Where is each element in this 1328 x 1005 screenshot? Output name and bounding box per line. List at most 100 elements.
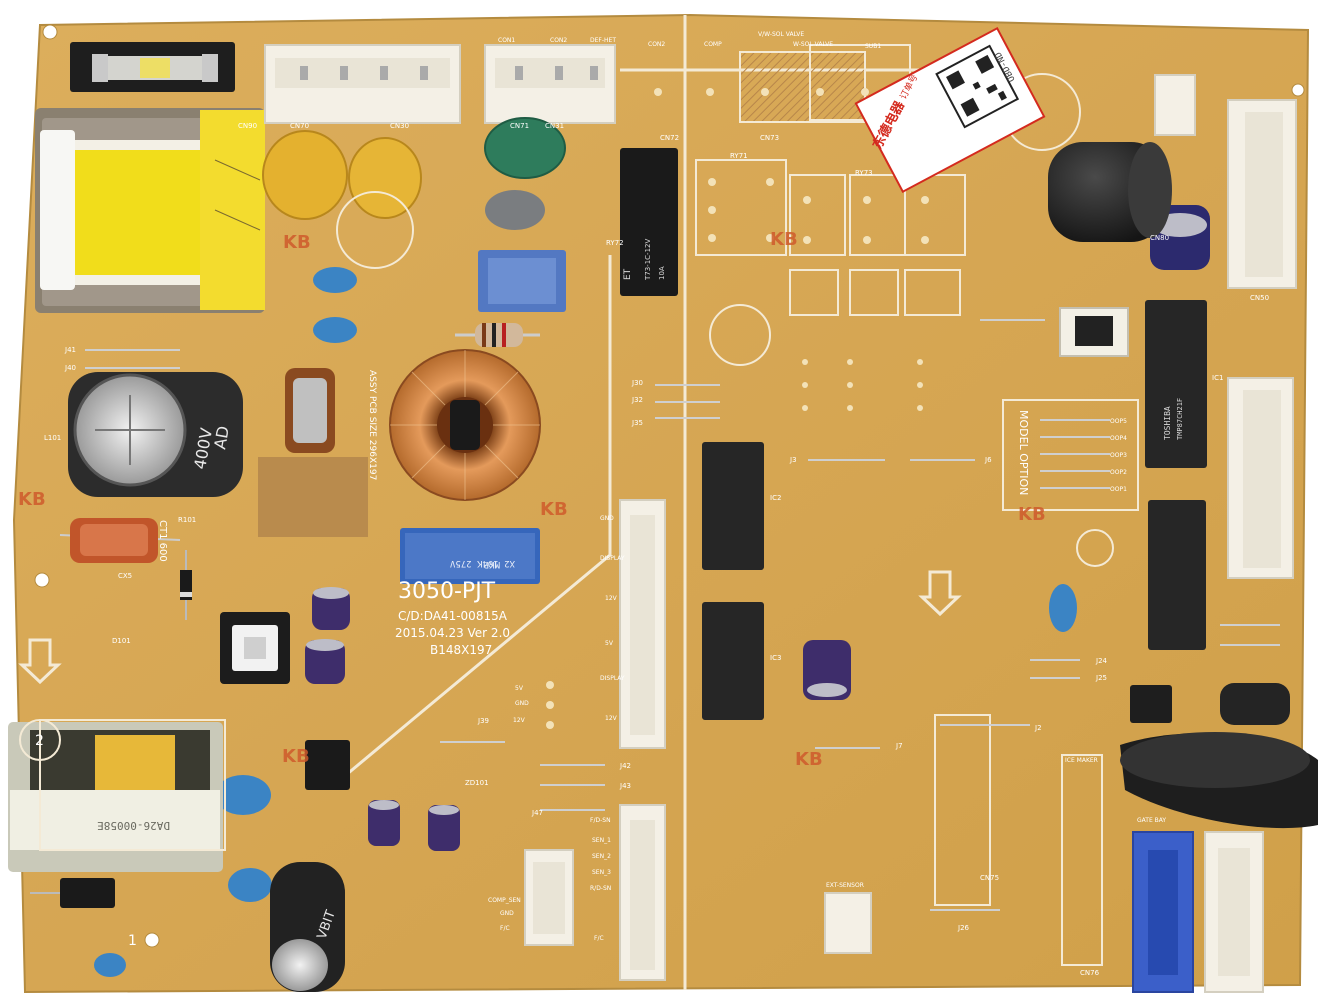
ref-label: J35 — [631, 419, 643, 427]
ref-label: IC1 — [1212, 374, 1223, 382]
pin-labels-display: GND DISPLAY 12V 5V DISPLAY 12V — [600, 515, 625, 722]
relay-rating: 10A — [658, 266, 666, 280]
ref-label: IC2 — [770, 494, 781, 502]
buzzer — [1120, 732, 1318, 829]
ref-label: J26 — [957, 924, 970, 932]
relay-model: T73-1C-12V — [644, 239, 652, 281]
ref-label: D101 — [112, 637, 131, 645]
pin-label: COMP_SEN — [488, 897, 521, 904]
solder-pads — [546, 88, 929, 729]
relay-footprint — [19, 44, 1139, 966]
mount-hole — [34, 572, 50, 588]
jumper-wires — [85, 319, 1280, 911]
ref-label: CN80 — [1150, 234, 1169, 242]
ref-label: CN90 — [238, 122, 257, 130]
ref-label: RY74 — [912, 169, 930, 177]
kb-mark: KB — [770, 229, 798, 250]
ct-label: CT1 600 — [157, 520, 168, 562]
connector-label: SUB1 — [865, 43, 881, 50]
connector-bottom-right — [1204, 831, 1264, 993]
ref-label: CN50 — [1250, 294, 1269, 302]
ref-label: J41 — [64, 346, 76, 354]
ref-label: CX5 — [118, 572, 132, 580]
connector-sensor — [619, 804, 666, 981]
diode — [180, 550, 192, 620]
pin-label: SEN_3 — [592, 869, 611, 876]
mcu-part: TMP87CH21F — [1176, 398, 1184, 440]
pin-label: 5V — [515, 685, 524, 692]
numbered-marks: 1 2 — [35, 733, 137, 949]
varistor — [262, 130, 422, 220]
ref-label: CN30 — [390, 122, 409, 130]
connector-display — [619, 499, 666, 749]
arrow-marks — [18, 570, 962, 685]
kb-mark: KB — [283, 232, 311, 253]
board-model: 3050-PJT — [398, 579, 496, 604]
ref-label: J47 — [531, 809, 543, 817]
option-labels: OOP5 OOP4 OOP3 OOP2 OOP1 — [1110, 418, 1127, 493]
connector-right-top — [1227, 99, 1297, 289]
ref-label: RY72 — [606, 239, 624, 247]
mcu-brand: TOSHIBA — [1163, 406, 1172, 440]
axial-resistor — [59, 518, 181, 563]
large-capacitor-right — [1048, 142, 1172, 242]
ref-label: J7 — [895, 742, 903, 750]
ref-label: CN72 — [660, 134, 679, 142]
logic-ic — [702, 442, 764, 720]
pin-label: DISPLAY — [600, 555, 625, 562]
board-date: 2015.04.23 Ver 2.0 — [395, 626, 510, 640]
connector-label: CON2 — [648, 41, 665, 48]
ref-label: J40 — [64, 364, 76, 372]
ref-label: J6 — [984, 456, 992, 464]
board-size: B148X197 — [430, 643, 492, 657]
mount-hole — [144, 932, 160, 948]
option-label: OOP5 — [1110, 418, 1127, 425]
cap-brand: AD — [210, 424, 233, 450]
ceramic-capacitor — [94, 267, 1077, 977]
ref-label: J25 — [1095, 674, 1107, 682]
transistor — [1059, 307, 1290, 725]
connector-label: V/W-SOL VALVE — [758, 31, 804, 38]
connector-gate-bay — [1132, 831, 1194, 993]
blurred-label-area — [258, 457, 368, 537]
pin-label: 5V — [605, 640, 614, 647]
number-mark: 2 — [35, 733, 44, 749]
ref-label: IC3 — [770, 654, 781, 662]
ref-designators: J39 J42 J43 J47 J30 J32 J35 J3 J6 J7 J24… — [44, 122, 1269, 977]
connector-ext-sensor — [824, 892, 872, 954]
option-label: OOP1 — [1110, 486, 1127, 493]
connector-label: CON1 — [498, 37, 515, 44]
ref-label: ZD101 — [465, 779, 489, 787]
board-code: C/D:DA41-00815A — [398, 609, 508, 623]
pin-label: R/D-SN — [590, 885, 611, 892]
option-label: OOP2 — [1110, 469, 1127, 476]
mount-hole — [42, 24, 58, 40]
small-choke — [285, 368, 335, 453]
ref-label: R101 — [178, 516, 196, 524]
bulk-capacitor: 400V AD — [68, 372, 243, 497]
ref-label: J43 — [619, 782, 631, 790]
power-ic — [220, 612, 290, 684]
filter-cap-type: MKP — [483, 559, 500, 569]
option-label: OOP3 — [1110, 452, 1127, 459]
connector-right-mid — [1227, 377, 1294, 579]
filter-cap-rating: X2 104K 275V — [449, 558, 515, 568]
number-mark: 1 — [128, 933, 137, 949]
kb-mark: KB — [795, 749, 823, 770]
order-sticker — [854, 26, 1046, 194]
connector-cn71 — [484, 44, 616, 124]
pin-label: GND — [500, 910, 514, 917]
pin-label: 12V — [605, 715, 618, 722]
assy-label: ASSY PCB SIZE 296X197 — [367, 370, 377, 480]
power-transformer — [35, 108, 265, 313]
output-capacitor: VBIT — [270, 862, 345, 992]
connector-comp-sen — [524, 849, 574, 946]
connector-label: DEF-HET — [590, 37, 616, 44]
ref-label: RY73 — [855, 169, 873, 177]
pin-label: F/C — [594, 935, 604, 942]
ref-label: J30 — [631, 379, 643, 387]
fuse — [70, 42, 235, 92]
ref-label: J3 — [789, 456, 797, 464]
kb-mark: KB — [18, 489, 46, 510]
